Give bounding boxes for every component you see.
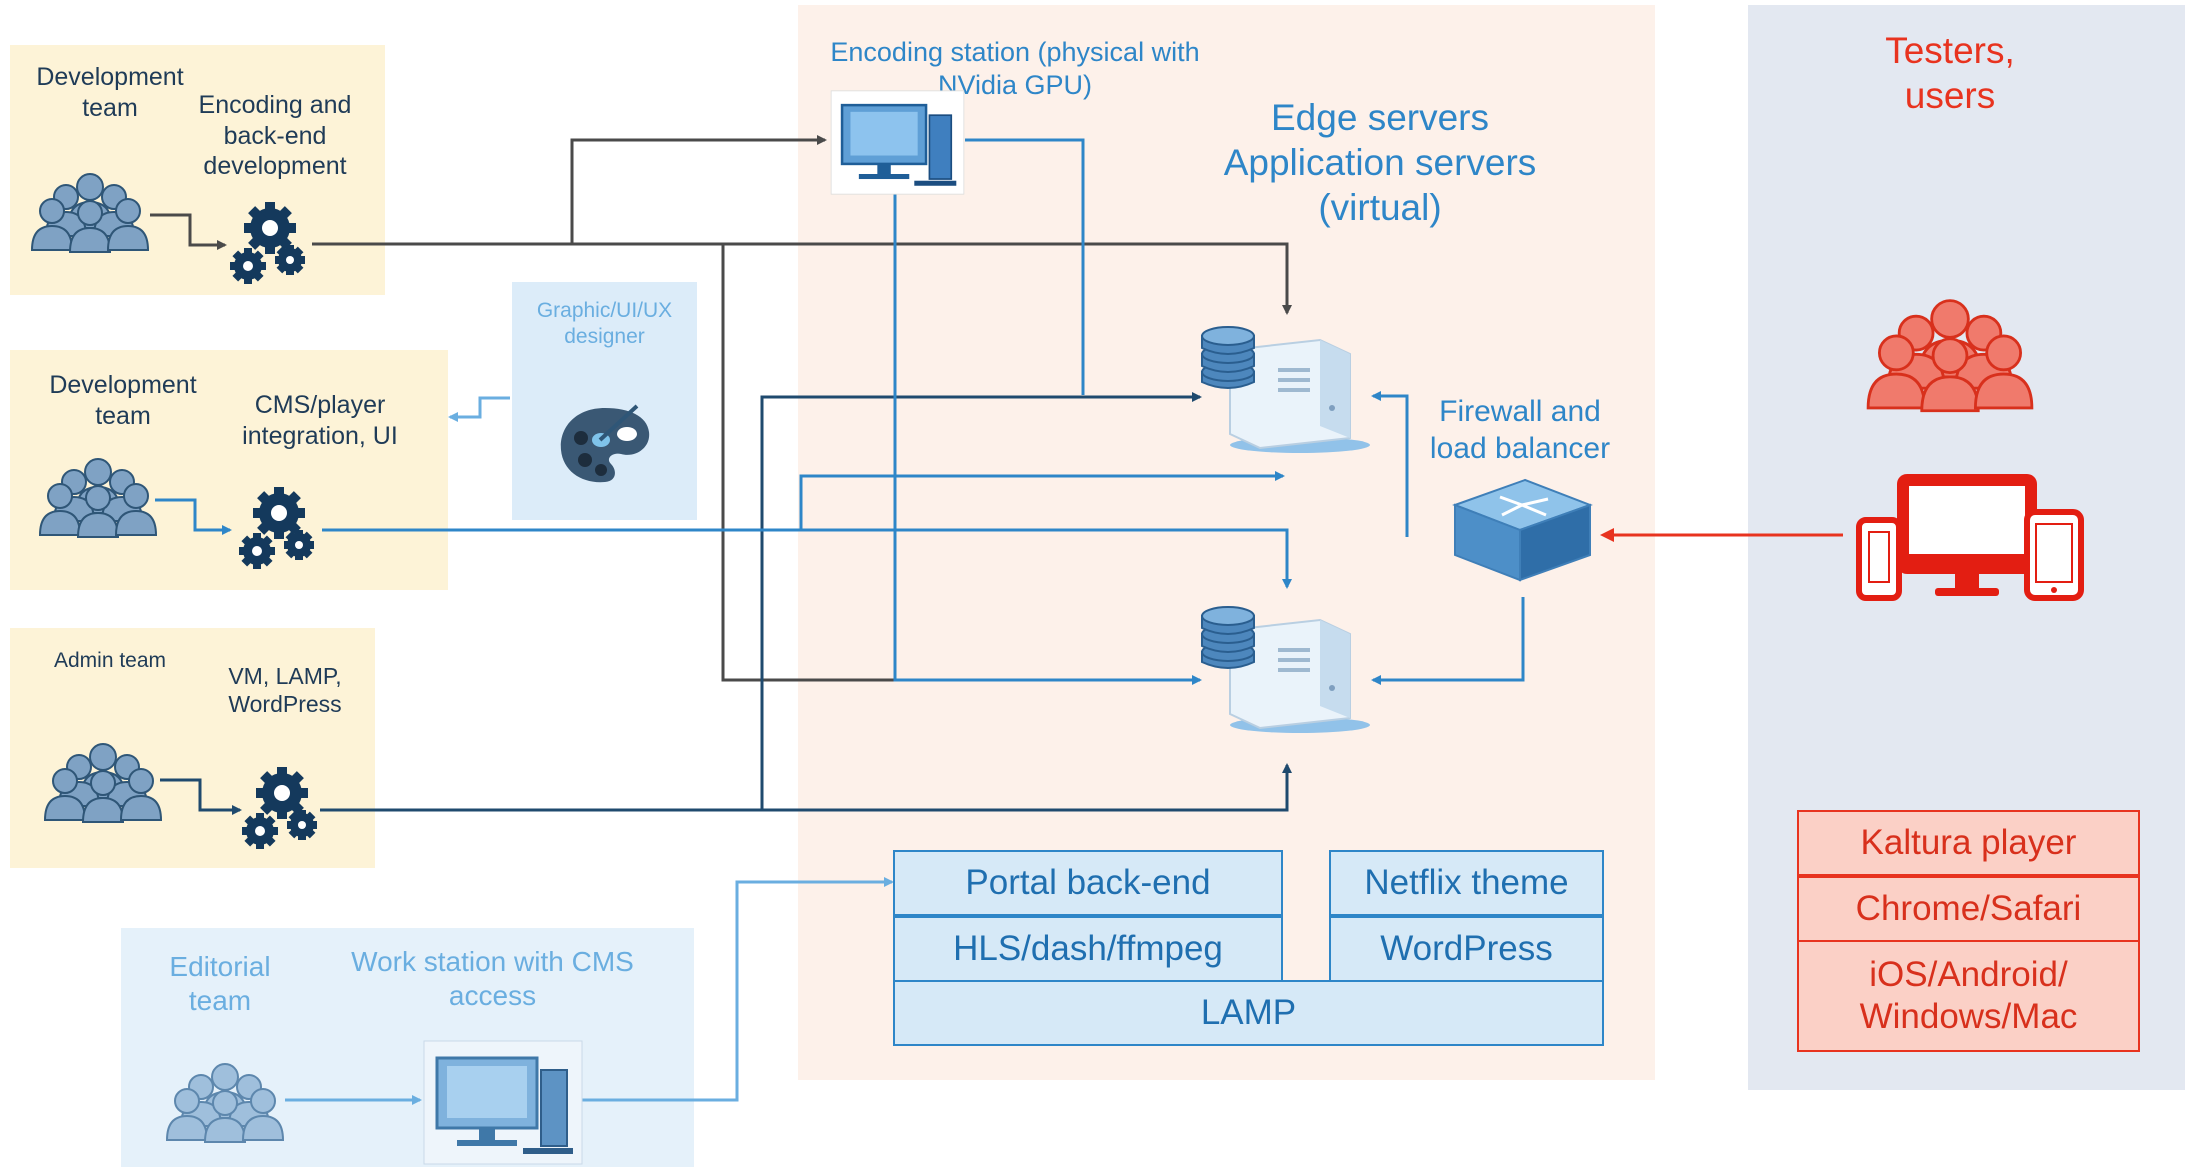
dev-cms-team-label: Development team [49,371,197,430]
paint-palette-icon [560,404,650,483]
people-group-icon [165,1063,285,1143]
stack-wordpress: WordPress [1329,916,1604,982]
dev-cms-role-label: CMS/player integration, UI [242,391,398,450]
arrow-admin-to-server-top [760,392,1202,810]
stack-portal-backend: Portal back-end [893,850,1283,916]
arrow-team-to-gear-3 [160,778,242,815]
editorial-role-label: Work station with CMS access [351,946,634,1012]
people-group-icon [43,743,163,823]
arrow-workstation-to-stack [582,877,894,1102]
client-platforms: iOS/Android/ Windows/Mac [1797,940,2140,1052]
desktop-computer-icon [830,90,965,195]
multi-device-icon [1856,474,2084,601]
arrow-team-to-gear-1 [150,213,227,250]
client-browsers: Chrome/Safari [1797,876,2140,942]
stack-lamp: LAMP [893,980,1604,1046]
arrow-team-to-gear-2 [155,498,232,535]
arrow-backend-to-server-bottom [721,244,895,682]
database-server-icon [1201,326,1370,453]
dev-cms-panel [10,350,448,590]
designer-label: Graphic/UI/UX designer [536,299,673,348]
gears-icon [230,202,305,284]
stack-netflix-theme: Netflix theme [1329,850,1604,916]
users-title: Testers, users [1885,30,2015,117]
dev-backend-role-label: Encoding and back-end development [198,91,352,180]
dev-backend-team-label: Development team [36,63,184,122]
arrow-cms-to-servers [322,528,1292,589]
gears-icon [242,767,317,849]
arrow-admin-to-servers [320,763,1292,812]
people-group-icon [30,173,150,253]
network-switch-icon [1452,478,1593,582]
servers-title: Edge servers Application servers (virtua… [1223,97,1537,229]
gears-icon [239,487,314,569]
arrow-backend-to-encoder [312,135,827,246]
client-kaltura-player: Kaltura player [1797,810,2140,876]
stack-hls: HLS/dash/ffmpeg [893,916,1283,982]
people-group-icon [1866,299,2034,413]
admin-role-label: VM, LAMP, WordPress [228,663,342,718]
arrow-firewall-to-server-bottom [1371,597,1525,685]
arrow-backend-to-server-top [572,242,1292,315]
database-server-icon [1201,606,1370,733]
encoding-station-label: Encoding station (physical with NVidia G… [830,37,1200,100]
arrow-designer-to-cms [448,396,510,422]
people-group-icon [38,458,158,538]
admin-team-label: Admin team [53,649,167,672]
editorial-team-label: Editorial team [169,951,271,1017]
desktop-computer-icon [423,1040,583,1165]
arrow-encoder-to-server-top [965,138,1085,395]
dev-backend-panel [10,45,385,295]
arrow-firewall-to-server-top [1371,391,1409,537]
arrow-cms-to-server-top [799,471,1285,530]
firewall-label: Firewall and load balancer [1429,395,1611,465]
arrow-encoder-to-server-bottom [893,187,1202,685]
